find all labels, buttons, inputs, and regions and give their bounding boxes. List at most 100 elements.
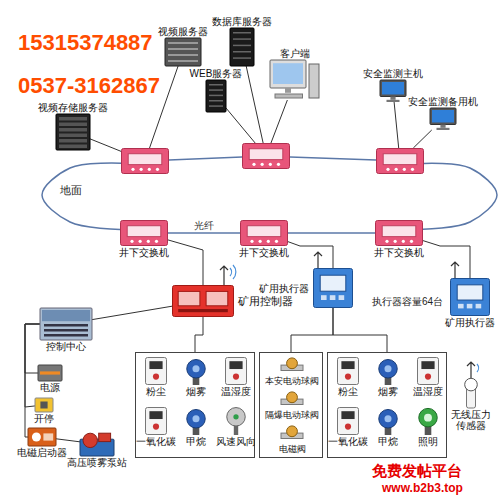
node-label: WEB服务器	[190, 68, 243, 79]
node-label: 隔爆电动球阀	[265, 410, 319, 421]
node-label: 温湿度	[221, 386, 251, 397]
icon-part	[465, 378, 478, 391]
device-group-box: 粉尘烟雾温湿度一氧化碳甲烷风速风向	[135, 352, 255, 458]
icon-part	[419, 408, 437, 426]
node-label: 一氧化碳	[328, 436, 368, 447]
antenna-symbol	[220, 266, 228, 285]
icon-part	[32, 433, 41, 442]
icon-part	[35, 398, 53, 412]
node-label: 井下交换机	[239, 247, 289, 258]
icon-part	[285, 88, 291, 93]
icon-part	[386, 168, 389, 171]
edge-label: 光纤	[194, 220, 214, 231]
room-icon	[40, 308, 92, 340]
sensor-icon	[145, 407, 167, 435]
pump-icon	[80, 432, 114, 456]
icon-part	[287, 426, 298, 437]
executor-node: 矿用执行器	[313, 268, 353, 308]
connector-line	[90, 139, 121, 151]
device-group-box: 本安电动球阀隔爆电动球阀电磁阀	[259, 352, 323, 458]
switch-node	[242, 143, 290, 169]
icon-part	[403, 168, 406, 171]
valve-node: 本安电动球阀	[281, 357, 303, 375]
icon-part	[476, 304, 482, 309]
switch-node	[376, 148, 424, 174]
icon-part	[122, 149, 169, 174]
icon-part	[56, 114, 90, 150]
icon-part	[40, 371, 60, 374]
icon-part	[269, 163, 272, 166]
icon-part	[59, 117, 87, 121]
icon-part	[467, 304, 473, 309]
icon-part	[59, 128, 87, 132]
wsensor-node: 无线压力传感器	[462, 378, 480, 408]
icon-part	[380, 80, 406, 97]
icon-part	[233, 51, 251, 53]
connector-line	[394, 102, 399, 148]
icon-part	[382, 226, 416, 237]
executor-icon	[313, 268, 353, 308]
icon-part	[233, 57, 251, 59]
controller-icon	[172, 285, 234, 317]
icon-part	[410, 240, 413, 243]
icon-part	[341, 411, 354, 419]
node-label: 安全监测备用机	[408, 96, 478, 107]
icon-part	[321, 295, 327, 300]
icon-part	[149, 411, 162, 419]
watermark: 免费发帖平台	[372, 462, 462, 479]
connector-line	[246, 66, 263, 143]
valve-icon	[281, 391, 303, 409]
antenna-symbol	[314, 252, 322, 268]
icon-part	[345, 424, 351, 430]
icon-part	[270, 60, 306, 88]
icon-part	[395, 168, 398, 171]
node-label: 井下交换机	[374, 247, 424, 258]
phone-number: 0537-3162867	[18, 73, 160, 98]
monitor-icon	[430, 108, 456, 130]
icon-part	[38, 365, 62, 381]
icon-part	[387, 100, 400, 102]
icon-part	[44, 334, 88, 337]
icon-part	[394, 240, 397, 243]
icon-part	[59, 145, 87, 149]
icon-part	[261, 163, 264, 166]
icon-part	[376, 221, 423, 246]
icon-part	[147, 240, 150, 243]
icon-part	[233, 32, 251, 34]
sensor-icon	[417, 357, 439, 385]
node-label: 烟雾	[186, 386, 206, 397]
icon-part	[402, 240, 405, 243]
icon-part	[153, 424, 159, 430]
icon-part	[384, 415, 391, 422]
icon-part	[432, 110, 454, 123]
node-label: 数据库服务器	[212, 16, 272, 27]
icon-part	[314, 269, 353, 308]
switch-icon	[120, 220, 168, 246]
sensor-node: 温湿度	[225, 357, 247, 385]
icon-part	[206, 80, 226, 112]
switch-node: 井下交换机	[240, 220, 288, 246]
icon-part	[382, 82, 404, 95]
icon-part	[418, 358, 439, 385]
icon-part	[178, 309, 228, 312]
connector-line	[195, 317, 203, 352]
icon-part	[424, 414, 432, 422]
watermark-url: www.b2b3.top	[382, 482, 463, 496]
icon-part	[168, 48, 198, 50]
node-label: 烟雾	[378, 386, 398, 397]
icon-part	[83, 433, 97, 447]
icon-part	[229, 361, 242, 369]
node-label: 风速风向	[216, 436, 256, 447]
icon-part	[121, 221, 168, 246]
icon-part	[206, 291, 228, 305]
valve-icon	[281, 357, 303, 375]
node-label: 控制中心	[46, 341, 86, 352]
sensor-icon	[225, 357, 247, 385]
wsensor-icon	[462, 378, 480, 408]
connector-line	[56, 439, 80, 442]
icon-part	[277, 163, 280, 166]
icon-part	[59, 139, 87, 143]
node-label: 无线压力传感器	[451, 409, 491, 431]
icon-part	[259, 240, 262, 243]
icon-part	[187, 360, 205, 378]
